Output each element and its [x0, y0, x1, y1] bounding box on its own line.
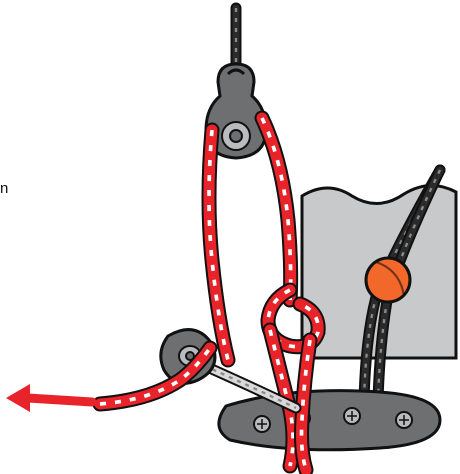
stopper-ball-icon — [366, 258, 410, 302]
left-arrow-icon — [6, 384, 92, 412]
deck-plate-icon — [219, 391, 440, 450]
